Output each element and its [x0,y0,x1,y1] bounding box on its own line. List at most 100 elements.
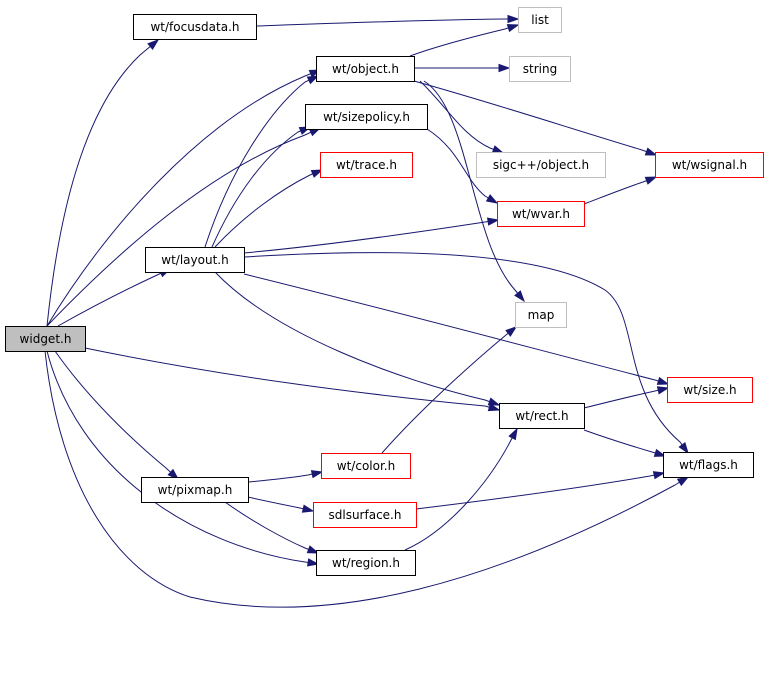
edge-line [204,75,319,248]
arrow-head [505,326,518,337]
node-box [316,56,415,82]
node-map: map [515,302,567,328]
edge-object-to-wsignal [413,80,658,156]
edge-focusdata-to-list [255,14,520,27]
arrow-head [653,448,667,457]
edge-layout-to-wvar [243,217,500,254]
edge-line [255,18,518,27]
edge-region-to-rect [404,427,518,551]
node-label: wt/sizepolicy.h [323,110,410,124]
node-object[interactable]: wt/object.h [316,56,415,82]
node-label: wt/color.h [337,459,395,473]
node-widget[interactable]: widget.h [5,326,86,352]
edge-object-to-map [423,80,525,303]
arrow-head [306,558,320,567]
node-label: wt/wsignal.h [672,158,747,172]
node-trace[interactable]: wt/trace.h [320,152,413,178]
node-label: wt/rect.h [515,409,568,423]
edge-line [404,428,518,551]
edge-widget-to-focusdata [46,39,160,327]
arrow-head [644,147,658,156]
edge-color-to-map [381,326,518,454]
arrow-head [678,442,689,455]
edge-line [409,24,519,57]
node-box [655,152,764,178]
arrow-head [498,63,511,73]
node-layout[interactable]: wt/layout.h [145,247,245,273]
node-label: wt/pixmap.h [158,483,233,497]
node-label: wt/object.h [332,62,399,76]
arrow-head [147,39,160,50]
edge-line [46,39,159,327]
edge-object-to-string [414,63,511,73]
node-list: list [518,7,562,33]
edge-line [583,429,666,457]
arrow-head [652,471,666,480]
node-label: wt/wvar.h [512,207,570,221]
node-wvar[interactable]: wt/wvar.h [497,201,585,227]
arrow-head [487,403,501,412]
edge-line [415,472,665,510]
edge-sdlsurface-to-flags [415,471,666,510]
node-box [313,502,417,528]
edge-line [583,176,657,205]
node-label: map [528,308,555,322]
node-box [497,201,585,227]
node-size[interactable]: wt/size.h [667,377,753,403]
nodes-layer: widget.h wt/focusdata.h list wt/object.h str… [5,7,764,576]
arrow-head [656,376,670,385]
node-box [316,550,416,576]
node-box [320,152,413,178]
node-box [305,104,428,130]
edge-line [214,271,500,406]
node-region[interactable]: wt/region.h [316,550,416,576]
node-label: sigc++/object.h [493,158,589,172]
node-box [133,14,257,40]
node-pixmap[interactable]: wt/pixmap.h [141,477,249,503]
node-sizepolicy[interactable]: wt/sizepolicy.h [305,104,428,130]
edge-line [423,80,525,302]
edge-line [413,80,657,156]
node-label: wt/layout.h [161,253,228,267]
node-box [141,477,249,503]
edge-line [211,126,311,248]
edge-line [419,80,504,154]
node-box [5,326,86,352]
arrow-head [301,504,315,513]
edge-line [54,350,179,480]
edge-layout-to-object [204,75,320,248]
edge-pixmap-to-region [224,501,320,554]
node-box [663,452,754,478]
edge-line [46,69,321,327]
node-color[interactable]: wt/color.h [321,453,411,479]
arrow-head [310,169,324,178]
arrow-head [306,75,320,85]
arrow-head [656,386,670,395]
node-focusdata[interactable]: wt/focusdata.h [133,14,257,40]
node-rect[interactable]: wt/rect.h [499,403,585,429]
edge-widget-to-rect [84,347,501,412]
edge-layout-to-trace [214,169,324,248]
edge-line [381,326,517,454]
edge-line [46,127,321,327]
edge-line [224,501,319,554]
node-label: wt/focusdata.h [150,20,239,34]
edge-rect-to-flags [583,429,667,457]
node-label: wt/flags.h [679,458,738,472]
node-box [515,302,567,328]
edge-layout-to-sizepolicy [211,126,312,248]
node-flags[interactable]: wt/flags.h [663,452,754,478]
edge-object-to-sigc [419,80,505,154]
edge-layout-to-size [243,273,670,385]
node-wsignal[interactable]: wt/wsignal.h [655,152,764,178]
arrow-head [491,145,505,154]
arrow-head [306,545,320,554]
edge-layout-to-rect [214,271,501,406]
edge-layout-to-flags [243,252,689,455]
edge-line [84,347,500,411]
node-label: string [523,62,557,76]
node-sdlsurface[interactable]: sdlsurface.h [313,502,417,528]
edge-line [247,496,314,512]
node-box [321,453,411,479]
